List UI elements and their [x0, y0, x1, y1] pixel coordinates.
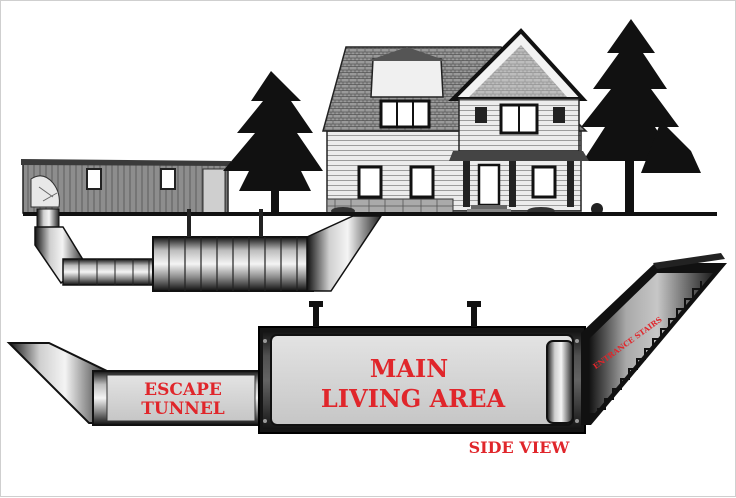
main-living-area-label-line1: MAIN — [370, 354, 448, 383]
escape-tunnel-label-line2: TUNNEL — [141, 399, 225, 419]
pine-tree-icon — [581, 19, 701, 214]
house-illustration — [323, 31, 603, 215]
main-living-area-label-line2: LIVING AREA — [321, 384, 506, 413]
side-view-label: SIDE VIEW — [469, 438, 571, 457]
pine-tree-icon — [223, 71, 323, 215]
bunker-small-illustration — [35, 209, 381, 291]
escape-tunnel-label-line1: ESCAPE — [144, 380, 222, 400]
shed-illustration — [21, 159, 231, 213]
